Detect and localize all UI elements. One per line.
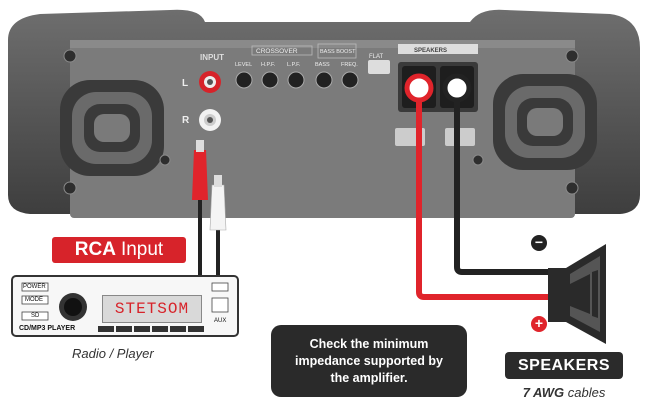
speaker-icon — [548, 244, 606, 344]
screw — [472, 154, 484, 166]
screw — [63, 181, 77, 195]
channel-right-label: R — [182, 115, 190, 126]
screw — [565, 49, 579, 63]
knob[interactable] — [287, 71, 305, 89]
flat-switch — [368, 60, 390, 74]
knob[interactable] — [235, 71, 253, 89]
cable-word: cables — [567, 385, 606, 400]
rca-plug-white — [209, 184, 227, 231]
positive-terminal — [404, 73, 434, 103]
knob-label: L.P.F. — [287, 62, 301, 68]
power-button-label: POWER — [23, 284, 46, 290]
bass-boost-label: BASS BOOST — [320, 49, 356, 55]
radio-caption: Radio / Player — [72, 346, 154, 361]
speakers-terminal-label: SPEAKERS — [414, 48, 447, 54]
cable-spec: 7 AWG cables — [505, 385, 623, 400]
flat-label: FLAT — [369, 54, 384, 60]
knob[interactable] — [341, 71, 359, 89]
knob-row: LEVEL H.P.F. L.P.F. BASS FREQ. — [235, 62, 359, 89]
impedance-note: Check the minimum impedance supported by… — [271, 325, 467, 397]
input-label: INPUT — [200, 53, 224, 62]
rca-label-bold: RCA — [74, 239, 116, 260]
channel-left-label: L — [182, 78, 188, 89]
rca-plug-red — [192, 150, 208, 200]
preset-button[interactable] — [98, 326, 114, 332]
screw — [159, 154, 171, 166]
screw — [63, 49, 77, 63]
knob-label: H.P.F. — [261, 62, 276, 68]
knob-label: LEVEL — [235, 62, 252, 68]
speakers-label: SPEAKERS — [505, 352, 623, 379]
rca-input-label: RCA Input — [52, 237, 186, 263]
knob-label: FREQ. — [341, 62, 358, 68]
negative-terminal — [442, 73, 472, 103]
right-vent — [493, 74, 597, 170]
mode-button-label: MODE — [25, 297, 43, 303]
preset-button[interactable] — [134, 326, 150, 332]
sd-button-label: SD — [31, 313, 40, 319]
radio-display: STETSOM — [102, 295, 202, 323]
preset-button[interactable] — [152, 326, 168, 332]
knob[interactable] — [261, 71, 279, 89]
left-vent — [60, 80, 164, 176]
knob-label: BASS — [315, 62, 330, 68]
screw — [565, 181, 579, 195]
cable-gauge: 7 AWG — [522, 385, 565, 400]
positive-wire — [416, 85, 551, 300]
radio-model-label: CD/MP3 PLAYER — [19, 325, 76, 332]
negative-symbol: − — [534, 234, 544, 250]
knob[interactable] — [315, 71, 333, 89]
negative-wire — [454, 85, 551, 275]
positive-symbol: + — [534, 315, 544, 331]
preset-button[interactable] — [116, 326, 132, 332]
aux-label: AUX — [214, 318, 227, 324]
rca-label-rest: Input — [120, 239, 164, 260]
positive-marker — [531, 316, 547, 332]
impedance-note-text: Check the minimum impedance supported by… — [295, 336, 443, 385]
crossover-label: CROSSOVER — [256, 48, 298, 55]
preset-button[interactable] — [170, 326, 186, 332]
preset-button[interactable] — [188, 326, 204, 332]
negative-marker — [531, 235, 547, 251]
